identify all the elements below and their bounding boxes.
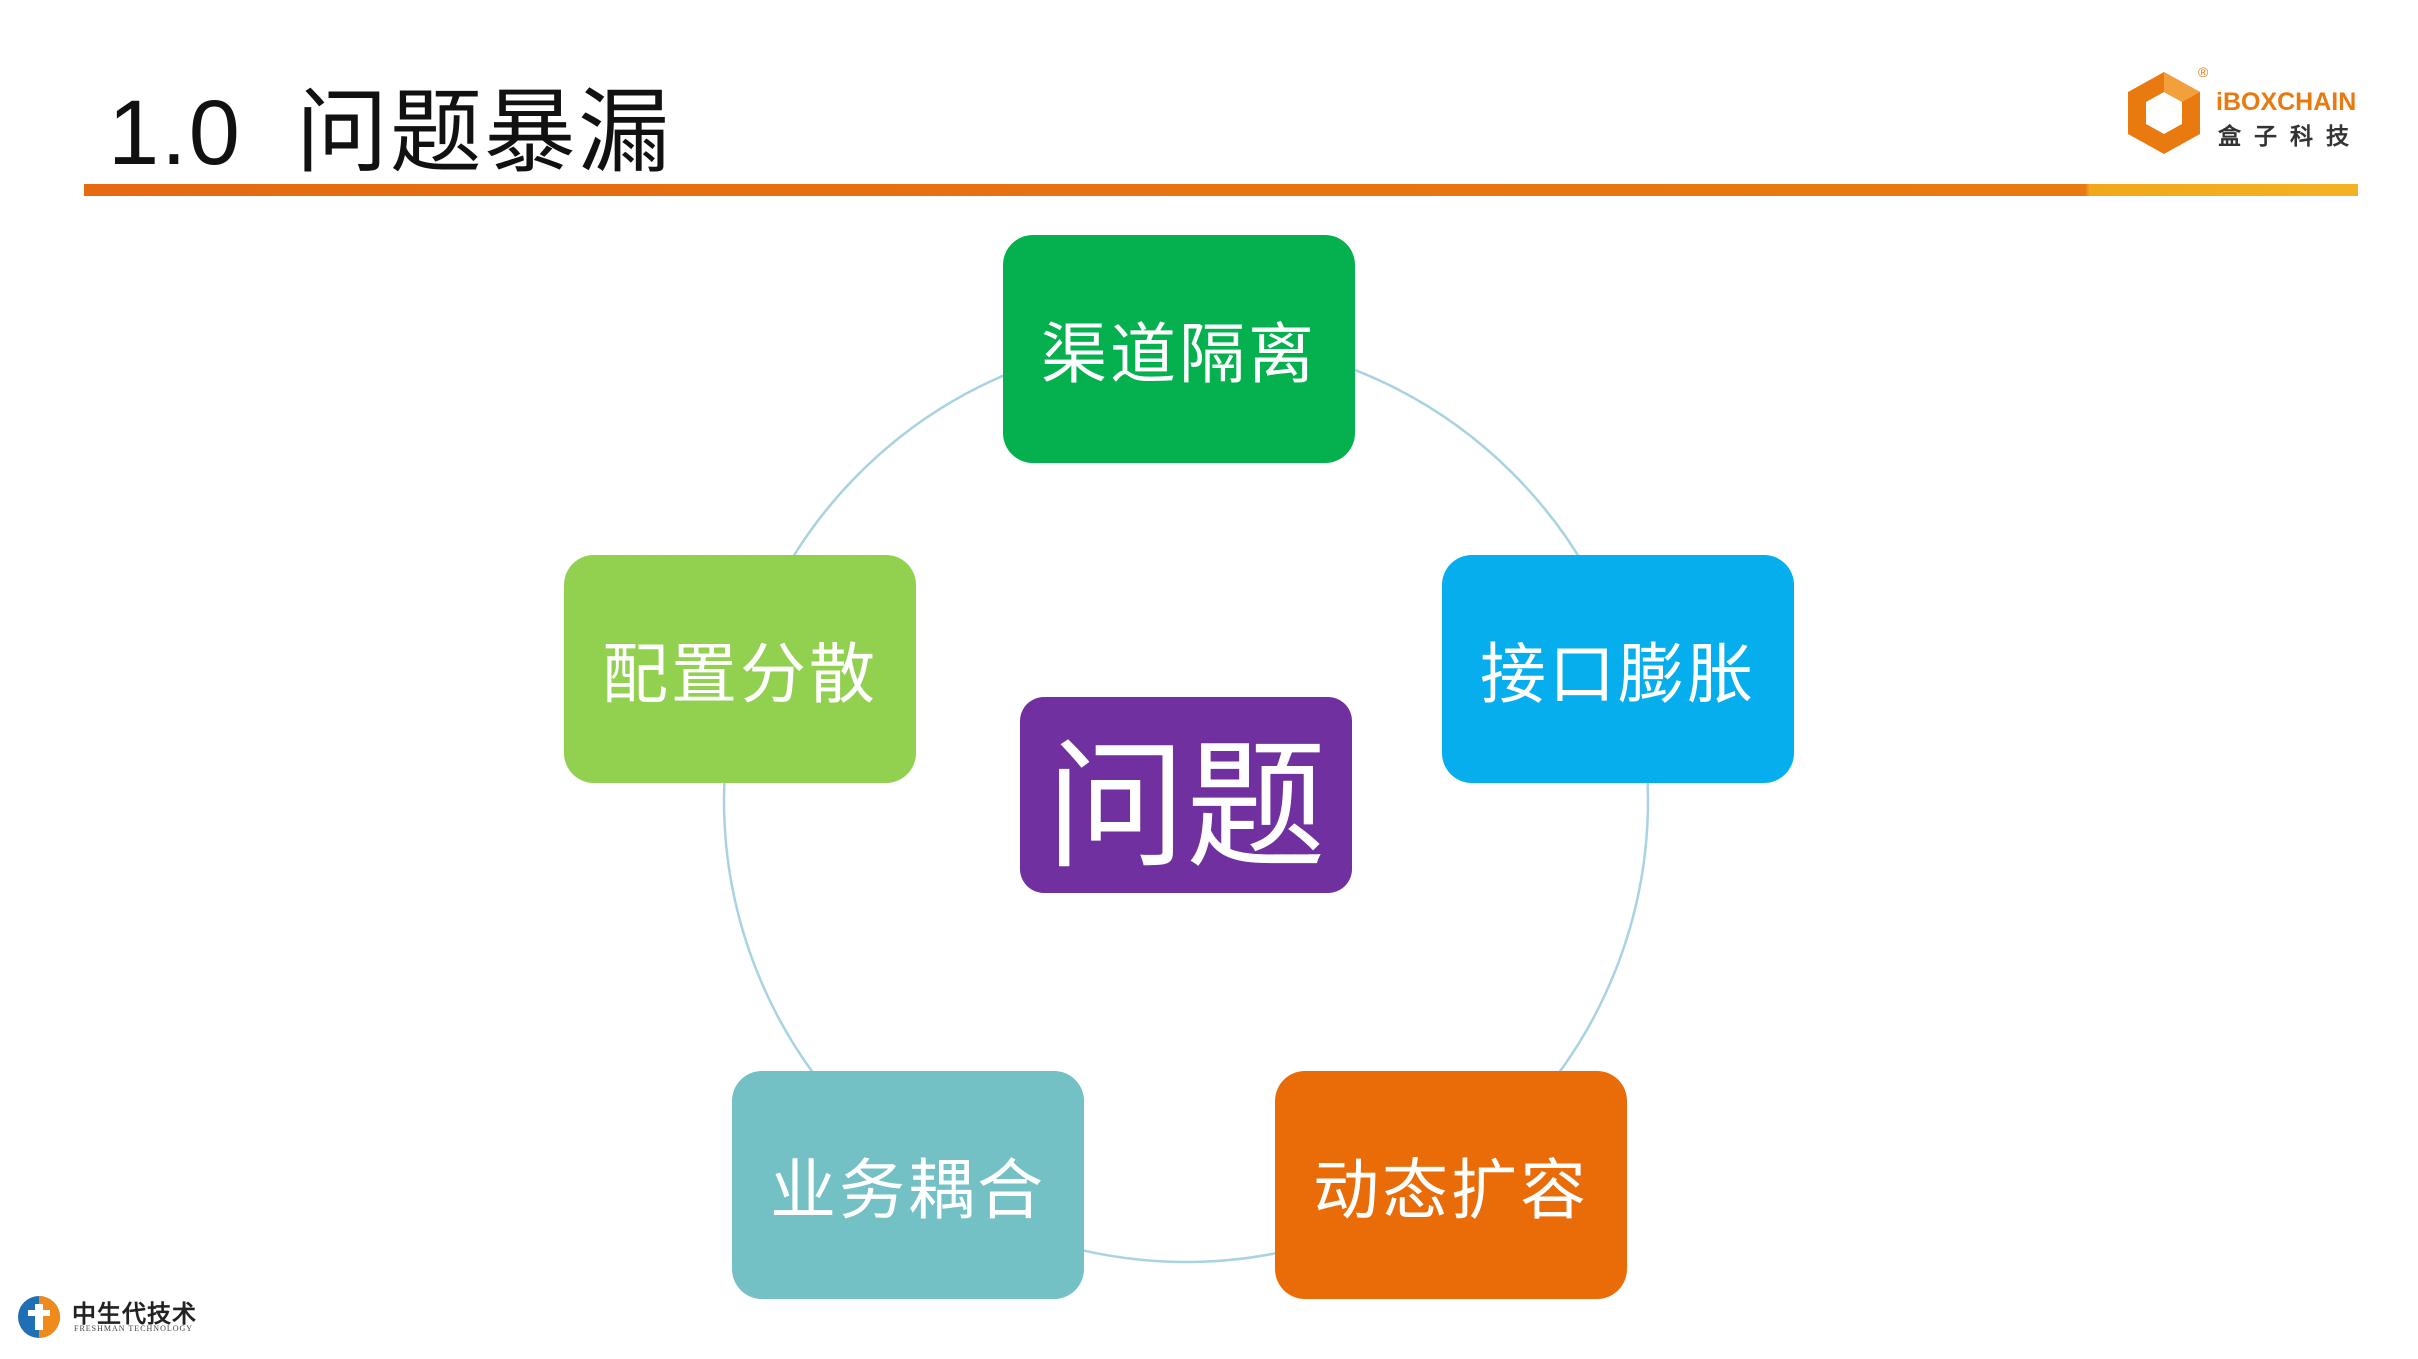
brand-name-en: iBOXCHAIN xyxy=(2216,88,2357,116)
node-label: 业务耦合 xyxy=(770,1152,1046,1229)
footer-name-cn: 中生代技术 xyxy=(72,1300,197,1328)
node-business-coupling: 业务耦合 xyxy=(732,1071,1084,1299)
hexagon-cube-icon xyxy=(2128,72,2200,154)
registered-mark: ® xyxy=(2198,64,2209,80)
title-underline xyxy=(84,184,2358,196)
title-text: 问题暴漏 xyxy=(295,79,672,186)
center-node: 问题 xyxy=(1020,697,1352,893)
slide-title: 1.0 问题暴漏 xyxy=(108,78,672,188)
node-dynamic-scaling: 动态扩容 xyxy=(1275,1071,1627,1299)
node-channel-isolation: 渠道隔离 xyxy=(1003,235,1355,463)
node-label: 配置分散 xyxy=(602,636,878,713)
node-interface-bloat: 接口膨胀 xyxy=(1442,555,1794,783)
footer-logo: 中生代技术 FRESHMAN TECHNOLOGY xyxy=(16,1292,216,1342)
freshman-logo-icon xyxy=(18,1296,60,1338)
brand-logo: ® iBOXCHAIN 盒子科技 xyxy=(2126,64,2366,164)
node-label: 动态扩容 xyxy=(1313,1152,1589,1229)
node-label: 渠道隔离 xyxy=(1041,316,1317,393)
footer-name-en: FRESHMAN TECHNOLOGY xyxy=(74,1324,194,1333)
node-config-scattered: 配置分散 xyxy=(564,555,916,783)
node-label: 接口膨胀 xyxy=(1480,636,1756,713)
title-number: 1.0 xyxy=(108,82,242,184)
brand-name-cn: 盒子科技 xyxy=(2218,124,2362,150)
center-label: 问题 xyxy=(1045,726,1326,889)
